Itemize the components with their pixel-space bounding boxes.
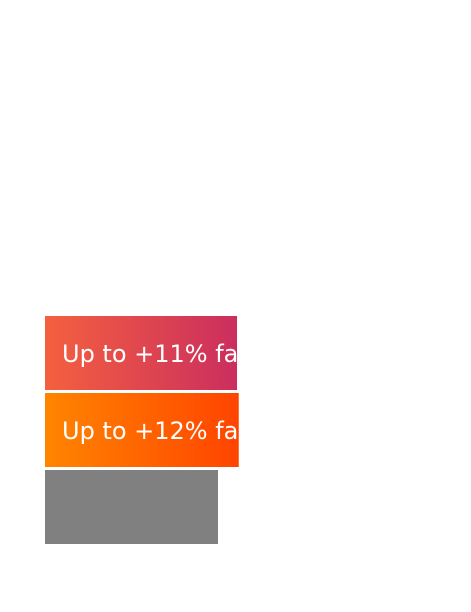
bar-1-label: Up to +11% faster [62,340,285,368]
bar-1 [45,316,238,390]
bar-3 [45,470,218,544]
bar-2-label: Up to +12% faster [62,417,285,445]
bar-2 [45,393,239,467]
bars-group: Up to +11% faster Up to +12% faster [45,316,285,544]
